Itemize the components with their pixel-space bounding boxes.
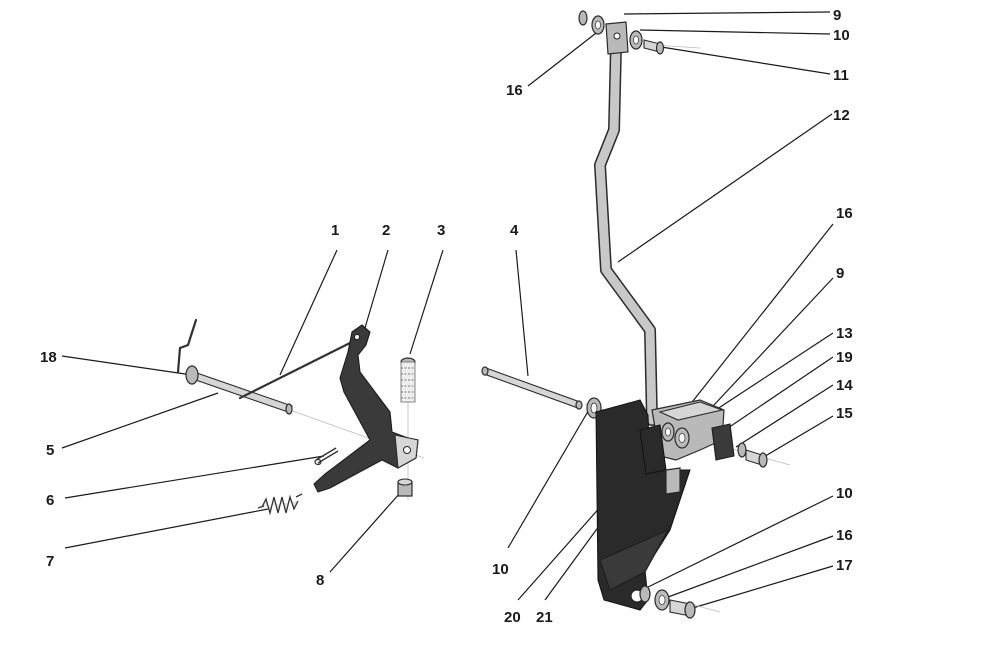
callout-18: 18 [40, 349, 57, 366]
bushing-part-8 [397, 478, 413, 497]
nut-part-9-top [578, 10, 588, 26]
leader-7 [64, 508, 269, 549]
washer-part-18 [185, 365, 199, 385]
leader-16-bottom [659, 535, 834, 601]
leader-5 [61, 392, 219, 449]
callout-21: 21 [536, 609, 553, 626]
callout-9-top: 9 [833, 7, 841, 24]
callout-13: 13 [836, 325, 853, 342]
leader-16-mid [669, 223, 834, 431]
mid-hardware [661, 422, 690, 449]
pin-part-21 [665, 467, 681, 495]
washer-part-14 [737, 442, 747, 458]
rod-part-1 [238, 340, 360, 400]
leader-15 [761, 415, 834, 459]
leader-8 [329, 492, 401, 573]
pin-part-4 [481, 366, 583, 410]
callout-11: 11 [833, 67, 849, 84]
leader-9-top [623, 11, 831, 15]
bottom-hardware [639, 585, 696, 619]
callout-10-left: 10 [492, 561, 509, 578]
right-hardware [737, 442, 768, 468]
callout-10-top: 10 [833, 27, 850, 44]
leader-17 [685, 565, 834, 611]
callout-16-bottom: 16 [836, 527, 853, 544]
callout-17: 17 [836, 557, 853, 574]
leader-12 [617, 113, 833, 263]
callout-4: 4 [510, 222, 519, 239]
leader-18 [61, 355, 193, 376]
callout-15: 15 [836, 405, 853, 422]
leader-10-top [639, 29, 831, 35]
top-hardware [578, 10, 665, 55]
leader-13 [707, 332, 834, 416]
callout-9-mid: 9 [836, 265, 844, 282]
leader-16-top [527, 29, 601, 87]
spring-part-3 [400, 357, 416, 403]
callout-10-bottom: 10 [836, 485, 853, 502]
washer-part-10-bottom [639, 585, 651, 603]
leader-6 [64, 455, 325, 499]
callout-7: 7 [46, 553, 54, 570]
leader-11 [654, 45, 831, 75]
leader-1 [279, 249, 338, 376]
callout-labels: 1 2 3 4 5 6 7 8 9 10 11 16 12 16 9 13 19… [40, 7, 853, 626]
spring-part-7 [257, 493, 303, 516]
leader-lines [61, 11, 834, 611]
lever-bracket-part-2 [313, 324, 419, 493]
leader-19 [721, 356, 834, 433]
callout-3: 3 [437, 222, 445, 239]
leader-10-left [507, 407, 591, 549]
callout-20: 20 [504, 609, 521, 626]
shift-rod-part-12 [594, 21, 658, 426]
leader-3 [409, 249, 444, 355]
callout-1: 1 [331, 222, 339, 239]
callout-19: 19 [836, 349, 853, 366]
leader-2 [361, 249, 389, 339]
callout-16-top: 16 [506, 82, 523, 99]
callout-12: 12 [833, 107, 850, 124]
cotter-pin-part-6 [314, 447, 339, 466]
shaft-part-5 [189, 371, 293, 413]
leader-10-bottom [641, 495, 834, 591]
callout-5: 5 [46, 442, 54, 459]
bent-wire-part [176, 318, 198, 374]
left-shaft-assembly [176, 318, 360, 415]
callout-2: 2 [382, 222, 390, 239]
main-bracket-plate [595, 399, 735, 611]
clip-part-19 [711, 423, 735, 461]
leader-14 [735, 384, 834, 448]
leader-4 [515, 249, 529, 377]
callout-14: 14 [836, 377, 853, 394]
callout-16-mid: 16 [836, 205, 853, 222]
callout-6: 6 [46, 492, 54, 509]
callout-8: 8 [316, 572, 324, 589]
